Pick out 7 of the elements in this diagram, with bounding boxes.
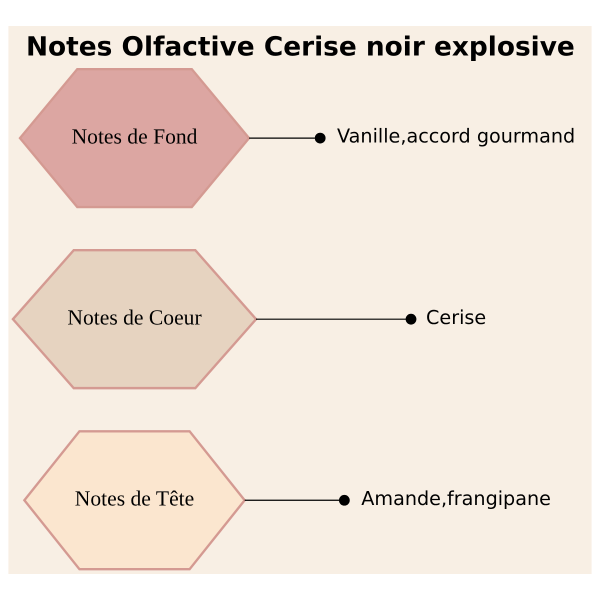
node-text: Vanille,accord gourmand [337, 124, 576, 148]
diagram-title: Notes Olfactive Cerise noir explosive [26, 32, 575, 62]
connector [244, 494, 350, 506]
node-text: Amande,frangipane [361, 486, 551, 510]
connector [256, 314, 416, 325]
node-text: Cerise [426, 306, 486, 329]
connector [249, 132, 326, 144]
